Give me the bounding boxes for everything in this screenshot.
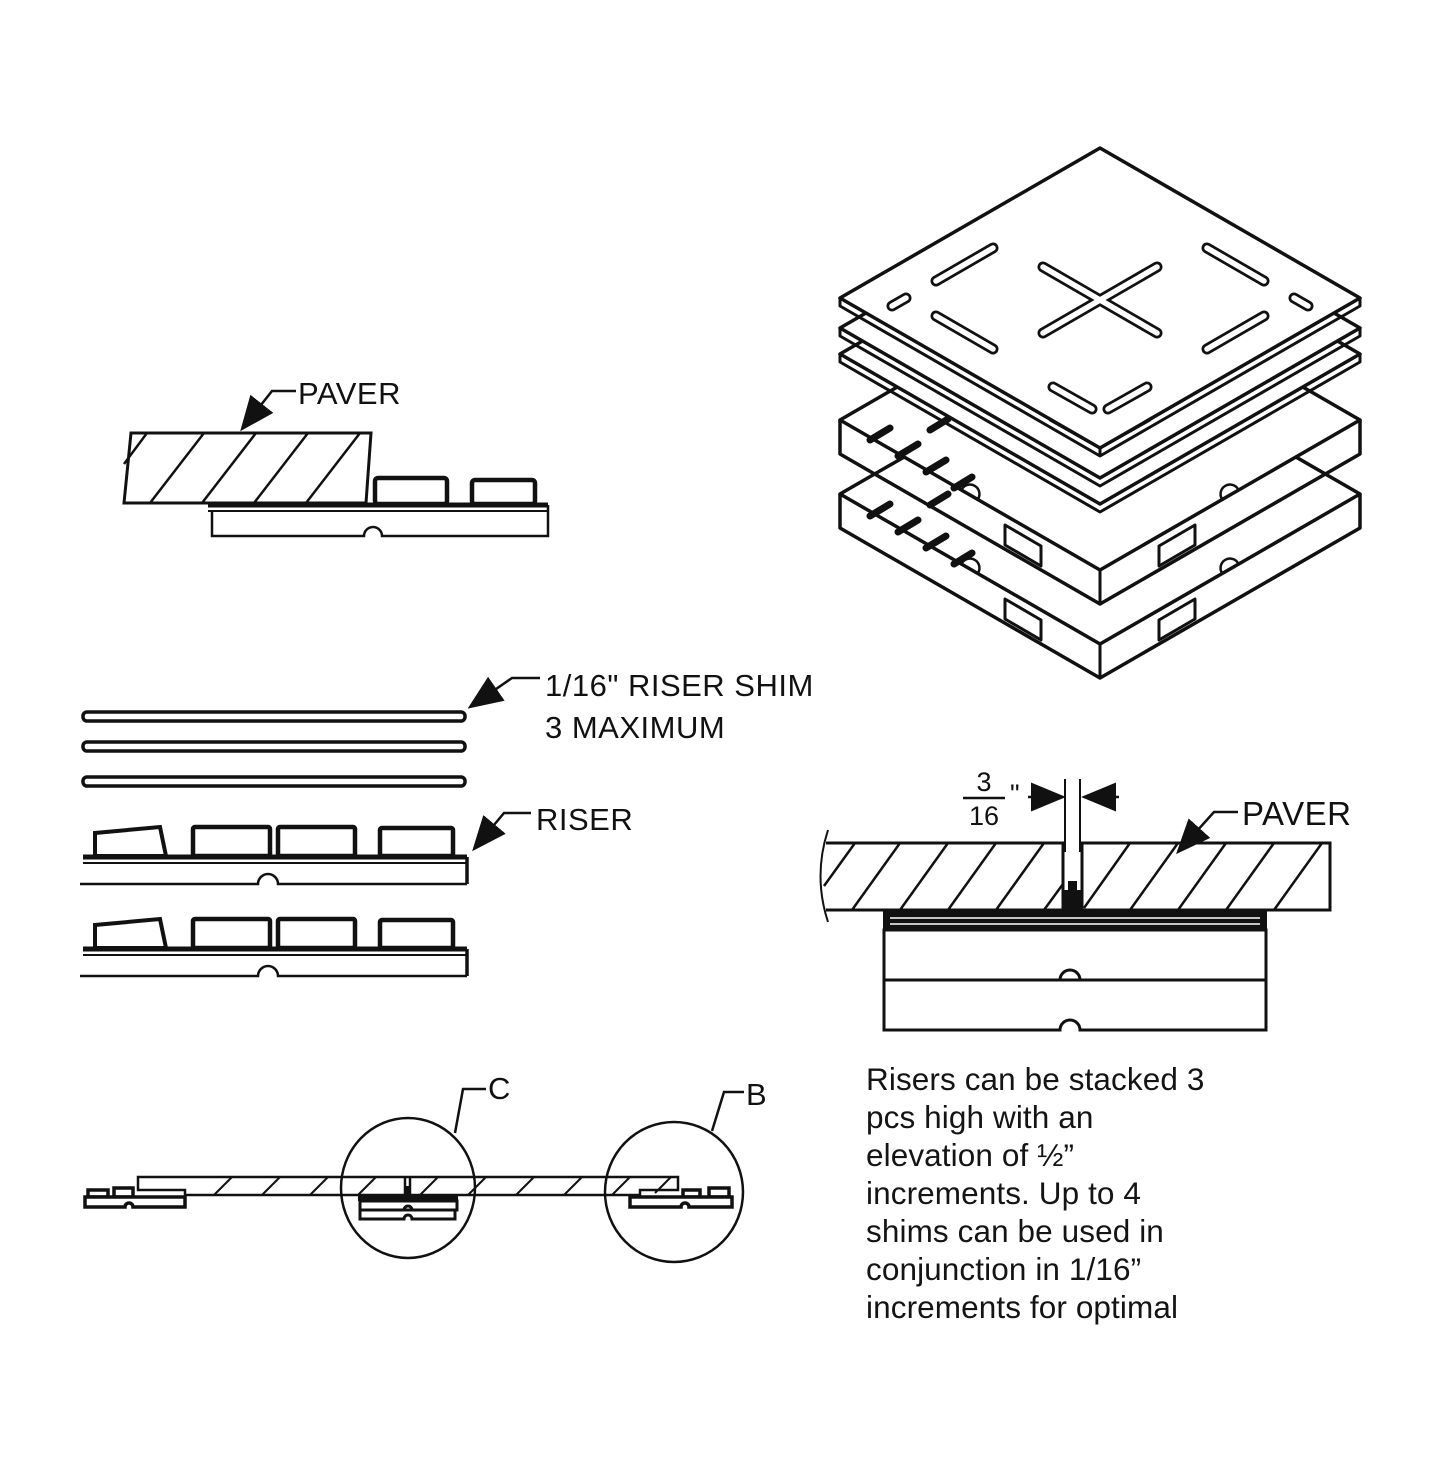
note-line: elevation of ½” [866, 1137, 1075, 1173]
riser-tab [469, 477, 538, 507]
shim-stack-figure: 1/16" RISER SHIM 3 MAXIMUM RISER [80, 668, 814, 978]
hatch-lines [1082, 842, 1324, 911]
shim-band [883, 911, 1267, 931]
leader-line [1176, 810, 1238, 855]
detail-c-label: C [488, 1071, 511, 1106]
note-line: Risers can be stacked 3 [866, 1061, 1205, 1097]
molded-text-marks [866, 490, 976, 568]
iso-riser-tab [1003, 597, 1197, 642]
riser-tab [377, 825, 456, 859]
break-line [819, 829, 829, 923]
riser-section [80, 916, 469, 978]
note-line: pcs high with an [866, 1099, 1094, 1135]
exploded-isometric-figure [838, 146, 1362, 680]
paver-section-figure: PAVER [122, 376, 550, 538]
edge-notch [1219, 557, 1240, 574]
riser-tab [275, 824, 358, 859]
dimension-numerator: 3 [976, 767, 991, 797]
riser-tab [190, 824, 273, 859]
note-line: conjunction in 1/16” [866, 1251, 1142, 1287]
paver-gap-section-figure: 3 16 " [819, 767, 1351, 1032]
hatch-lines [822, 842, 1065, 911]
detail-circle-c [339, 1116, 477, 1260]
shim-bar [81, 740, 467, 753]
shim-callout-line1: 1/16" RISER SHIM [545, 668, 814, 703]
paver-hatched-block [122, 431, 373, 505]
iso-shim-plate-top [838, 146, 1362, 458]
riser-block [882, 928, 1268, 982]
center-riser-stack [358, 1195, 459, 1221]
hatch-lines [213, 1176, 672, 1196]
end-riser [83, 1186, 187, 1209]
riser-tab [93, 916, 169, 950]
end-riser [628, 1186, 734, 1209]
detail-b-label: B [746, 1077, 767, 1112]
shim-bar [81, 775, 467, 788]
paver-hatched-block [819, 829, 1065, 923]
edge-notch [960, 483, 981, 500]
paver-label: PAVER [298, 376, 401, 411]
dimension-unit: " [1010, 779, 1020, 809]
riser-tab [377, 917, 456, 951]
gap-dimension: 3 16 " [963, 767, 1119, 852]
edge-notch [1219, 483, 1240, 500]
leader-line [467, 676, 540, 709]
paver-hatched-block [136, 1175, 680, 1197]
molded-text-marks [866, 415, 976, 492]
hatch-lines [122, 432, 361, 504]
riser-plate [208, 475, 550, 538]
leader-line [710, 1090, 744, 1132]
paver-label: PAVER [1242, 795, 1351, 832]
note-line: increments. Up to 4 [866, 1175, 1142, 1211]
riser-tab [93, 824, 169, 858]
paver-hatched-block [1080, 841, 1332, 912]
joint-sand-fill [404, 1186, 411, 1195]
joint-sand-fill [1068, 881, 1077, 891]
detail-circle-b [603, 1120, 745, 1264]
riser-tab [275, 916, 358, 951]
shim-callout-line2: 3 MAXIMUM [545, 710, 725, 745]
note-line: shims can be used in [866, 1213, 1164, 1249]
riser-tab [190, 916, 273, 951]
note-line: increments for optimal [866, 1289, 1179, 1325]
dimension-denominator: 16 [969, 801, 999, 831]
leader-line [472, 811, 531, 852]
shim-bar [81, 710, 467, 723]
assembly-section-figure: C B [83, 1071, 767, 1264]
shim-slots [886, 242, 1314, 415]
riser-label: RISER [536, 802, 633, 837]
iso-riser-tab [1003, 523, 1197, 568]
riser-block [882, 978, 1268, 1032]
riser-tab [372, 475, 450, 507]
note-text: Risers can be stacked 3 pcs high with an… [866, 1060, 1366, 1326]
leader-line [240, 389, 296, 432]
leader-line [453, 1087, 486, 1134]
joint-sand-fill [1064, 890, 1081, 911]
riser-section [80, 824, 469, 886]
